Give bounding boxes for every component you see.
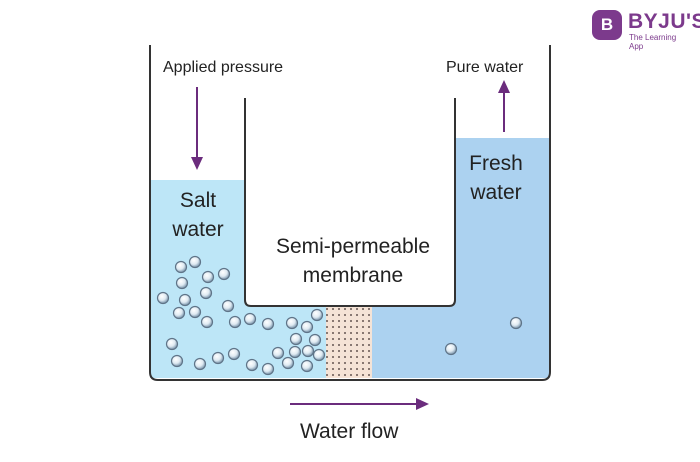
salt-particle — [310, 308, 324, 322]
salt-particle — [289, 332, 303, 346]
fresh-water-label-line2: water — [470, 181, 522, 204]
salt-particle — [261, 362, 275, 376]
logo-name: BYJU'S — [628, 10, 700, 33]
container-outline — [149, 45, 551, 381]
membrane-label-line2: membrane — [302, 264, 404, 287]
salt-particle — [165, 337, 179, 351]
fresh-water-region — [372, 138, 550, 378]
salt-particle — [199, 286, 213, 300]
salt-water-label-line1: Salt — [179, 189, 217, 212]
salt-particle — [281, 356, 295, 370]
fresh-water-label-line1: Fresh — [469, 152, 523, 175]
membrane-label-line1: Semi-permeable — [275, 235, 431, 258]
salt-particle — [170, 354, 184, 368]
byjus-logo: B BYJU'S The Learning App — [592, 10, 700, 51]
salt-particle — [261, 317, 275, 331]
salt-particle — [227, 347, 241, 361]
pure-water-label: Pure water — [446, 59, 524, 76]
salt-water-region — [150, 180, 326, 378]
salt-particle — [509, 316, 523, 330]
salt-water-label-line2: water — [172, 218, 224, 241]
salt-particle — [156, 291, 170, 305]
salt-particle — [211, 351, 225, 365]
salt-particle — [200, 315, 214, 329]
salt-particle — [174, 260, 188, 274]
salt-particle — [444, 342, 458, 356]
salt-particle — [228, 315, 242, 329]
membrane-label: Semi-permeable membrane — [255, 232, 451, 290]
salt-particle — [201, 270, 215, 284]
fresh-water-label: Fresh water — [463, 149, 529, 207]
water-flow-arrow — [290, 398, 429, 410]
salt-particle — [243, 312, 257, 326]
salt-particle — [178, 293, 192, 307]
salt-particle — [175, 276, 189, 290]
salt-particles — [156, 255, 523, 376]
water-flow-label: Water flow — [300, 420, 399, 443]
logo-tagline: The Learning App — [629, 33, 677, 51]
applied-pressure-label: Applied pressure — [163, 59, 284, 76]
logo-badge: B — [592, 10, 622, 40]
salt-particle — [288, 345, 302, 359]
pure-water-arrow — [498, 80, 510, 132]
salt-particle — [300, 320, 314, 334]
salt-particle — [301, 344, 315, 358]
applied-pressure-arrow — [191, 87, 203, 170]
salt-particle — [245, 358, 259, 372]
salt-particle — [217, 267, 231, 281]
salt-particle — [172, 306, 186, 320]
inner-partition — [244, 98, 456, 307]
salt-particle — [312, 348, 326, 362]
salt-particle — [271, 346, 285, 360]
salt-particle — [221, 299, 235, 313]
salt-particle — [308, 333, 322, 347]
salt-particle — [188, 305, 202, 319]
salt-particle — [193, 357, 207, 371]
salt-particle — [188, 255, 202, 269]
salt-particle — [285, 316, 299, 330]
salt-water-label: Salt water — [168, 186, 228, 244]
salt-particle — [300, 359, 314, 373]
